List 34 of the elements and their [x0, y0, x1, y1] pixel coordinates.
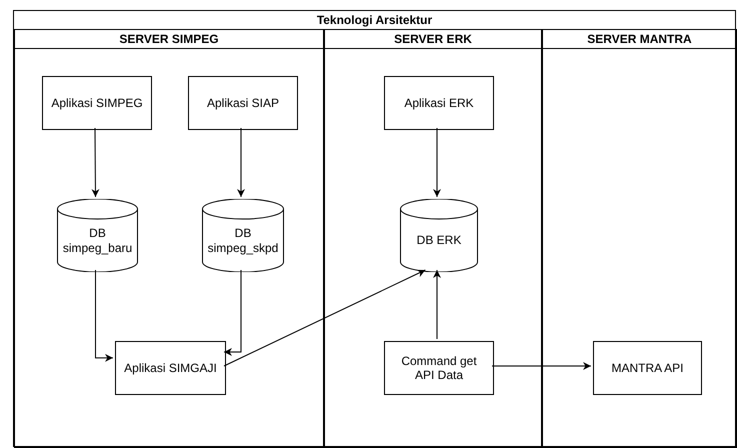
arrow: [224, 270, 242, 356]
node-label: Aplikasi SIMGAJI: [124, 361, 217, 375]
arrow: [237, 128, 245, 198]
swimlane: [324, 29, 542, 448]
node-label: Aplikasi ERK: [404, 96, 474, 110]
process-box: [188, 76, 298, 130]
process-box: [115, 341, 226, 395]
process-box: [384, 76, 494, 130]
database-cylinder: [57, 199, 138, 272]
node-label: DB simpeg_baru: [62, 226, 134, 256]
lane-header: Teknologi Arsitektur: [14, 11, 735, 30]
process-box: [593, 341, 702, 395]
arrow: [91, 128, 100, 198]
arrow: [433, 270, 441, 340]
arrow: [433, 128, 441, 198]
database-cylinder: [202, 199, 284, 272]
node-label: DB ERK: [416, 233, 462, 248]
swimlane: [542, 29, 737, 448]
arrow: [224, 270, 426, 366]
node-label: Aplikasi SIAP: [206, 96, 280, 110]
arrow: [492, 362, 592, 370]
node-label: DB simpeg_skpd: [206, 226, 280, 256]
arrow: [95, 270, 114, 362]
lane-header: SERVER SIMPEG: [15, 30, 323, 49]
swimlane: [14, 29, 324, 448]
database-cylinder: [400, 199, 478, 272]
node-label: Command get API Data: [400, 354, 478, 382]
pool-container: [13, 10, 736, 447]
node-label: Aplikasi SIMPEG: [51, 96, 143, 110]
node-label: MANTRA API: [611, 361, 684, 375]
process-box: [384, 341, 494, 395]
process-box: [42, 76, 152, 130]
lane-header: SERVER MANTRA: [543, 30, 736, 49]
lane-header: SERVER ERK: [325, 30, 541, 49]
